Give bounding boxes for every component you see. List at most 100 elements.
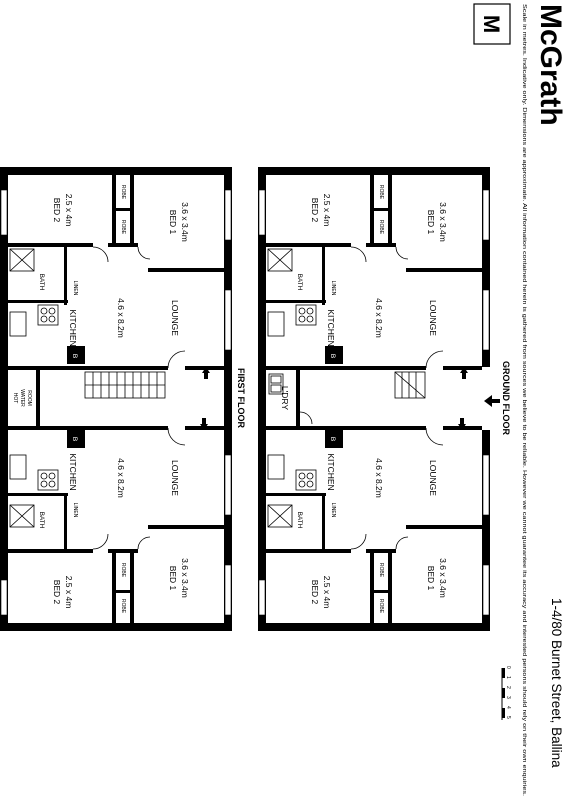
ff-bed2-dim: 2.5 x 4m bbox=[64, 194, 74, 227]
gf-wall bbox=[266, 243, 351, 247]
ff-wall bbox=[67, 430, 85, 448]
gf-bed1-dim: 3.6 x 3.4m bbox=[438, 558, 448, 598]
gf-entry-arrow bbox=[460, 367, 468, 379]
gf-bed2-dim: 2.5 x 4m bbox=[322, 194, 332, 227]
gf-wall bbox=[322, 493, 325, 551]
gf-entry-arrow bbox=[458, 418, 466, 430]
ff-door bbox=[167, 350, 186, 369]
gf-main-entry-arrow bbox=[484, 395, 500, 407]
ff-wall bbox=[130, 175, 134, 245]
gf-wall bbox=[370, 175, 374, 245]
ff-wall bbox=[8, 300, 68, 303]
ff-wall-right bbox=[224, 167, 232, 631]
scale-tick: 0 bbox=[505, 666, 511, 669]
property-address: 1-4/80 Burnet Street, Ballina bbox=[549, 598, 564, 768]
ff-wall bbox=[148, 268, 224, 272]
gf-wall-bottom bbox=[258, 623, 490, 631]
ff-bed2-label: BED 2 bbox=[52, 198, 62, 223]
gf-wall bbox=[366, 243, 396, 247]
ff-robe-label: ROBE bbox=[120, 599, 126, 614]
ff-wall bbox=[112, 551, 116, 623]
gf-bed2-label: BED 2 bbox=[310, 580, 320, 605]
gf-wall bbox=[388, 175, 392, 245]
ff-wall bbox=[108, 549, 138, 553]
ff-kitchen-label: KITCHEN bbox=[68, 453, 78, 490]
gf-wall bbox=[325, 346, 343, 364]
ff-bath-label: BATH bbox=[38, 274, 45, 291]
ff-wall-bottom bbox=[0, 623, 232, 631]
scale-bar: 0 1 2 3 4 5 bbox=[501, 666, 511, 720]
gf-wall bbox=[325, 430, 343, 448]
scale-tick: 1 bbox=[505, 676, 511, 679]
gf-window bbox=[482, 454, 490, 516]
gf-living-dim: 4.6 x 8.2m bbox=[374, 298, 384, 338]
first-floor-plan: BED 2 2.5 x 4m ROBE ROBE BED 1 3.6 x 3.4… bbox=[0, 167, 232, 631]
gf-robe-label: ROBE bbox=[378, 220, 384, 235]
gf-wall bbox=[443, 366, 482, 370]
ff-wall bbox=[67, 346, 85, 364]
gf-bed1-dim: 3.6 x 3.4m bbox=[438, 202, 448, 242]
ff-room-label: ROOM bbox=[26, 390, 32, 406]
ff-bath-label: BATH bbox=[38, 512, 45, 529]
logo-mark: M bbox=[479, 15, 504, 33]
disclaimer-text: Scale in metres. Indicative only. Dimens… bbox=[521, 4, 527, 797]
gf-wall-right bbox=[482, 167, 490, 367]
gf-bath-fixture bbox=[267, 248, 293, 528]
ff-b-label: B bbox=[71, 437, 78, 441]
ground-floor-plan: BED 2 2.5 x 4m ROBE ROBE BED 1 3.6 x 3.4… bbox=[258, 167, 500, 631]
ff-wall bbox=[8, 426, 168, 430]
gf-wall bbox=[388, 551, 392, 623]
ff-wall-left bbox=[0, 167, 8, 631]
ff-entry-arrow bbox=[200, 418, 208, 430]
ff-window bbox=[0, 579, 8, 616]
ff-wall bbox=[185, 366, 224, 370]
ff-window bbox=[224, 289, 232, 351]
gf-wall bbox=[322, 245, 325, 305]
gf-bed1-label: BED 1 bbox=[426, 210, 436, 235]
ff-door bbox=[92, 533, 109, 550]
ff-kitchen-label: KITCHEN bbox=[68, 309, 78, 346]
gf-wall bbox=[370, 551, 374, 623]
ff-bed2-label: BED 2 bbox=[52, 580, 62, 605]
gf-door bbox=[425, 427, 444, 446]
ff-window bbox=[0, 189, 8, 236]
ff-bed1-dim: 3.6 x 3.4m bbox=[180, 558, 190, 598]
ff-robe-label: ROBE bbox=[120, 563, 126, 578]
gf-window bbox=[482, 564, 490, 616]
ff-linen-label: LINEN bbox=[72, 281, 78, 296]
ff-lounge-label: LOUNGE bbox=[170, 300, 180, 336]
ff-living-dim: 4.6 x 8.2m bbox=[116, 298, 126, 338]
gf-door bbox=[299, 411, 313, 425]
ff-robe-label: ROBE bbox=[120, 220, 126, 235]
scale-tick: 3 bbox=[505, 696, 511, 699]
brand-logo: M bbox=[473, 3, 511, 45]
ff-door bbox=[137, 536, 151, 550]
gf-window bbox=[258, 189, 266, 236]
ff-bed1-dim: 3.6 x 3.4m bbox=[180, 202, 190, 242]
ff-wall bbox=[8, 493, 68, 496]
gf-door bbox=[395, 246, 409, 260]
gf-lounge-label: LOUNGE bbox=[428, 460, 438, 496]
gf-kitchen-label: KITCHEN bbox=[326, 309, 336, 346]
gf-wall bbox=[374, 590, 388, 593]
ff-lounge-label: LOUNGE bbox=[170, 460, 180, 496]
gf-linen-label: LINEN bbox=[330, 281, 336, 296]
ff-living-dim: 4.6 x 8.2m bbox=[116, 458, 126, 498]
gf-window bbox=[482, 189, 490, 241]
gf-wall bbox=[266, 493, 326, 496]
gf-bed2-label: BED 2 bbox=[310, 198, 320, 223]
brand-name: McGrath bbox=[534, 4, 567, 126]
ff-b-label: B bbox=[71, 354, 78, 358]
scale-tick: 4 bbox=[505, 706, 511, 709]
ff-entry-arrow bbox=[202, 367, 210, 379]
gf-laundry-tub bbox=[268, 373, 284, 395]
ff-wall bbox=[8, 366, 168, 370]
gf-living-dim: 4.6 x 8.2m bbox=[374, 458, 384, 498]
gf-robe-label: ROBE bbox=[378, 563, 384, 578]
ff-wall bbox=[64, 245, 67, 305]
gf-wall bbox=[296, 370, 300, 426]
gf-wall bbox=[366, 549, 396, 553]
scale-tick: 2 bbox=[505, 686, 511, 689]
gf-door bbox=[350, 533, 367, 550]
ff-window bbox=[224, 189, 232, 241]
